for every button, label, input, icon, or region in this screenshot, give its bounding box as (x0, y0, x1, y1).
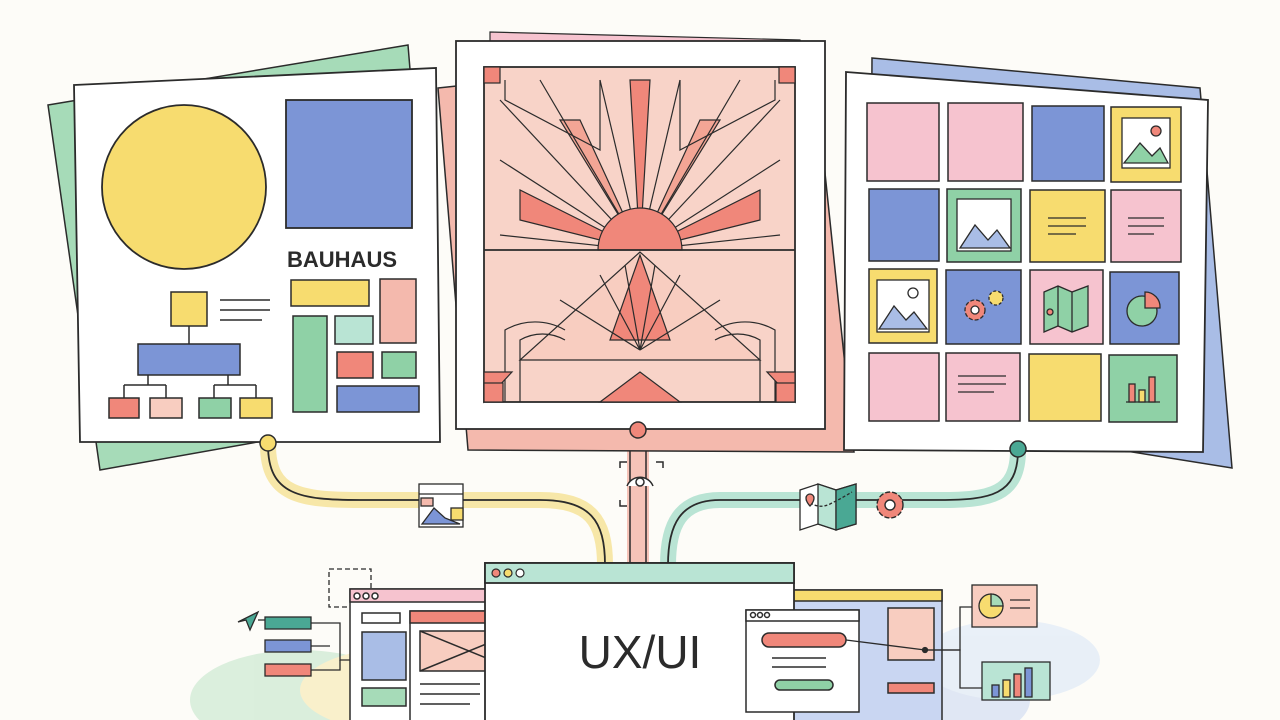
center-node (629, 421, 647, 439)
geometric-fan-pattern (483, 66, 796, 404)
image-icon (956, 198, 1012, 252)
left-node (259, 434, 277, 452)
bauhaus-panel: BAUHAUS (47, 44, 441, 471)
sunburst-pattern (484, 79, 795, 251)
gear-icon (964, 290, 1004, 321)
pie-chart-icon (1126, 291, 1161, 327)
text-lines-icon (1048, 217, 1086, 235)
text-lines-icon (958, 375, 1006, 393)
right-node (1009, 440, 1027, 458)
color-block-grid (290, 278, 420, 413)
left-node-list (237, 610, 350, 677)
icon-grid-panel (843, 57, 1233, 469)
map-pin-icon (799, 483, 857, 531)
right-node-widgets (845, 606, 982, 689)
ux-ui-label: UX/UI (579, 626, 702, 678)
connector-nodes (259, 421, 1027, 458)
gear-icon (876, 491, 904, 519)
focus-dial-icon (619, 461, 664, 507)
image-frame-icon (418, 483, 464, 528)
traffic-light-dots-icon (491, 568, 501, 578)
text-lines-icon (1128, 217, 1164, 235)
map-icon (1043, 285, 1089, 333)
bar-chart-card (981, 661, 1051, 701)
compass-icon (237, 610, 260, 632)
bar-chart-icon (1126, 376, 1160, 403)
org-chart-diagram (108, 291, 273, 419)
image-icon (876, 279, 930, 333)
ux-ui-window (484, 562, 795, 720)
image-icon (1121, 117, 1171, 169)
art-deco-panel (437, 31, 855, 453)
pie-chart-card (971, 584, 1038, 628)
connector-paths (260, 419, 1026, 576)
bauhaus-heading: BAUHAUS (287, 247, 397, 272)
yellow-circle-shape (101, 104, 267, 270)
form-window (745, 609, 860, 713)
blue-square-shape (285, 99, 413, 229)
